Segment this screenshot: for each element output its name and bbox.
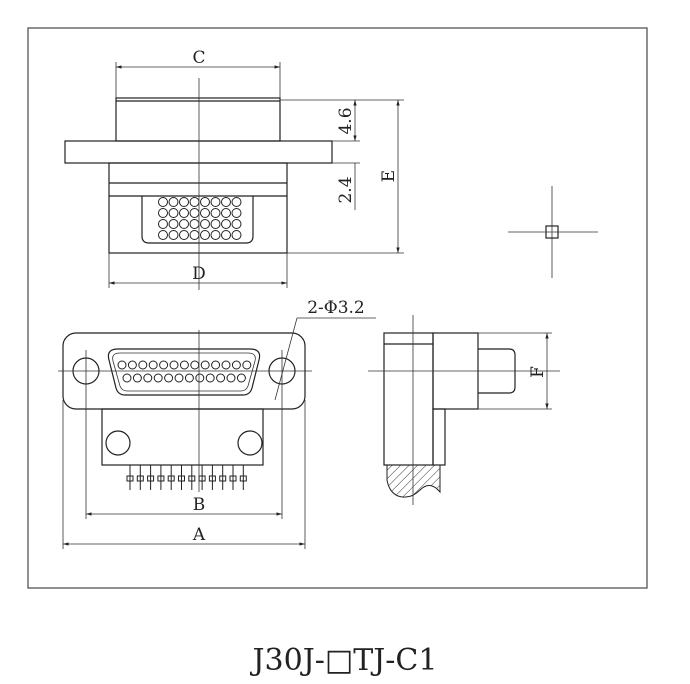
contact-pin [189, 230, 200, 240]
front-view: B A 2-Φ3.2 [58, 298, 376, 549]
contact-pin [189, 197, 200, 207]
standoff-right [237, 430, 263, 456]
contact-pin [158, 230, 168, 240]
contact-pin [122, 373, 132, 383]
d-shell [107, 348, 261, 396]
contact-pin [210, 219, 221, 229]
contact-pin [210, 230, 221, 240]
hole-leader-line [274, 317, 298, 401]
contact-pin [127, 360, 137, 370]
connector-top-body [115, 97, 281, 142]
contact-pin [210, 208, 221, 218]
contact-pin [205, 373, 215, 383]
contact-pin [231, 219, 242, 229]
cable-section [386, 464, 441, 498]
contact-pin [221, 360, 231, 370]
contact-pin [184, 373, 194, 383]
contact-pin [216, 373, 226, 383]
contact-pin [169, 360, 179, 370]
contact-pin [168, 197, 179, 207]
front-pin-rows [117, 360, 252, 383]
contact-pin [117, 360, 127, 370]
solder-cup [178, 475, 185, 482]
solder-cup [208, 475, 216, 482]
side-view: F [368, 315, 560, 505]
dimension-b-label: B [193, 495, 206, 515]
dimension-2-4-label: 2.4 [336, 176, 356, 203]
contact-pin [200, 219, 210, 229]
top-view: C D 4.6 2.4 E [64, 48, 404, 290]
contact-pin [168, 208, 179, 218]
dimension-4-6-label: 4.6 [336, 107, 356, 134]
contact-pin [148, 360, 158, 370]
contact-pin [158, 219, 168, 229]
dimension-a-label: A [192, 525, 206, 545]
pin-array [158, 197, 242, 240]
contact-pin [138, 360, 148, 370]
contact-pin [158, 208, 168, 218]
contact-pin [143, 373, 153, 383]
contact-pin [231, 197, 242, 207]
contact-pin [231, 230, 242, 240]
dimension-e-label: E [379, 170, 399, 182]
dimension-c-label: C [192, 48, 205, 68]
solder-tail-pins [126, 465, 247, 490]
mounting-flange [64, 140, 333, 164]
contact-pin [179, 197, 189, 207]
contact-pin [190, 360, 200, 370]
contact-pin [200, 208, 210, 218]
contact-pin [179, 219, 189, 229]
contact-pin [211, 360, 221, 370]
contact-pin [231, 208, 242, 218]
dimension-f-label: F [528, 366, 548, 378]
hole-callout-label: 2-Φ3.2 [307, 298, 365, 318]
solder-cup [126, 475, 134, 482]
part-number-caption: J30J-□TJ-C1 [250, 643, 438, 678]
contact-pin [179, 360, 189, 370]
connector-lower-body [108, 162, 288, 254]
contact-pin [200, 197, 210, 207]
contact-pin [200, 360, 210, 370]
contact-pin [174, 373, 184, 383]
solder-cup [219, 475, 227, 482]
solder-cup [239, 475, 247, 482]
solder-cup [136, 475, 144, 482]
contact-pin [132, 373, 142, 383]
contact-pin [236, 373, 246, 383]
solder-cup [147, 475, 155, 482]
contact-pin [242, 360, 252, 370]
contact-pin [158, 197, 168, 207]
contact-pin [153, 373, 163, 383]
contact-pin [179, 230, 189, 240]
standoff-left [105, 430, 131, 456]
solder-cup [229, 475, 237, 482]
contact-pin [179, 208, 189, 218]
contact-pin [210, 197, 221, 207]
pin-pocket [141, 196, 254, 244]
contact-pin [200, 230, 210, 240]
contact-pin [221, 219, 231, 229]
solder-cup [157, 475, 165, 482]
contact-pin [189, 219, 200, 229]
contact-pin [168, 219, 179, 229]
solder-cup [167, 475, 175, 482]
drawing-frame [27, 27, 648, 589]
contact-pin [221, 230, 231, 240]
pcb-tail-body [101, 408, 264, 466]
contact-pin [168, 230, 179, 240]
contact-pin [195, 373, 205, 383]
contact-pin [231, 360, 241, 370]
crosshair-symbol [508, 186, 598, 278]
contact-pin [159, 360, 169, 370]
contact-pin [226, 373, 236, 383]
contact-pin [221, 197, 231, 207]
contact-pin [164, 373, 174, 383]
solder-cup [188, 475, 196, 482]
contact-pin [189, 208, 200, 218]
contact-pin [221, 208, 231, 218]
